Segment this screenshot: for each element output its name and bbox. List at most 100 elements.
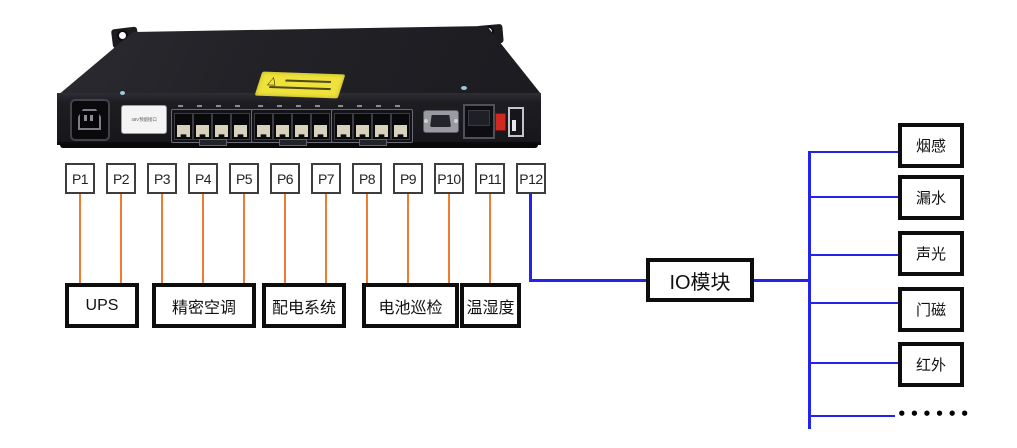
power-pin <box>84 115 87 121</box>
port-box-p8: P8 <box>352 163 382 194</box>
device-box-power-dist: 配电系统 <box>262 283 346 328</box>
port-label-mark <box>235 105 240 107</box>
io-branch-smoke <box>811 151 898 153</box>
device-box-label: 精密空调 <box>171 299 236 317</box>
io-branch-infrared <box>811 362 898 364</box>
rj45-port-group-2 <box>251 105 333 146</box>
io-branch-more <box>811 415 895 417</box>
serial-line-p8 <box>366 194 368 283</box>
usb-port <box>508 107 524 137</box>
device-box-temp-humidity: 温湿度 <box>460 283 521 328</box>
port-label-mark <box>338 105 343 107</box>
sensor-box-smoke: 烟感 <box>898 123 964 168</box>
sensor-label: 漏水 <box>915 190 946 207</box>
port-box-p1: P1 <box>65 163 95 194</box>
port-label-mark <box>376 105 381 107</box>
serial-line-p11 <box>489 194 491 283</box>
serial-line-p4 <box>202 194 204 283</box>
reflection-glint <box>461 86 467 90</box>
serial-line-p9 <box>407 194 409 283</box>
rj45-port <box>193 113 212 140</box>
serial-line-p2 <box>120 194 122 283</box>
port-label-mark <box>315 105 320 107</box>
power-inlet-socket <box>78 109 101 130</box>
io-line-module-to-bus <box>752 279 810 282</box>
port-box-p2: P2 <box>106 163 136 194</box>
port-label: P12 <box>519 170 543 187</box>
more-sensors-indicator: •••••• <box>897 405 973 423</box>
rj45-port-group-3 <box>331 105 413 146</box>
device-box-precision-ac: 精密空调 <box>152 283 256 328</box>
serial-line-p3 <box>161 194 163 283</box>
rj45-port <box>372 113 391 140</box>
port-label-mark <box>216 105 221 107</box>
serial-line-p10 <box>448 194 450 283</box>
port-group-tag <box>279 139 307 146</box>
rj45-port <box>231 113 250 140</box>
monitoring-host-device: △ 48V预留接口 <box>55 14 545 162</box>
io-sensor-bus <box>808 151 811 429</box>
reset-button <box>495 113 506 131</box>
port-label: P3 <box>153 170 171 187</box>
port-label: P1 <box>71 170 89 187</box>
port-label: P8 <box>358 170 376 187</box>
db9-connector <box>430 115 451 127</box>
warning-label-text-line <box>285 79 332 84</box>
port-label-mark <box>395 105 400 107</box>
port-label: P4 <box>194 170 212 187</box>
device-box-label: 配电系统 <box>271 299 336 317</box>
port-group-tag <box>199 139 227 146</box>
rj45-port <box>311 113 330 140</box>
io-line-to-module <box>529 279 648 282</box>
device-box-ups: UPS <box>65 283 139 328</box>
sensor-label: 门磁 <box>915 302 946 319</box>
power-pin <box>90 115 93 121</box>
io-branch-sound-light <box>811 254 898 256</box>
sensor-label: 声光 <box>915 246 946 263</box>
port-label: P11 <box>478 170 502 187</box>
port-label-mark <box>277 105 282 107</box>
port-label: P10 <box>437 170 461 187</box>
ethernet-port <box>463 104 495 139</box>
sensor-label: 红外 <box>915 357 946 374</box>
port-label-mark <box>357 105 362 107</box>
port-label: P2 <box>112 170 130 187</box>
port-label-mark <box>197 105 202 107</box>
db9-screw <box>424 119 428 123</box>
port-label: P5 <box>235 170 253 187</box>
io-module-box: IO模块 <box>646 258 754 302</box>
warning-label-text-line <box>269 85 332 91</box>
rj45-port <box>212 113 231 140</box>
serial-line-p6 <box>284 194 286 283</box>
device-base <box>60 144 538 148</box>
port-label-mark <box>178 105 183 107</box>
serial-line-p1 <box>79 194 81 283</box>
port-box-p5: P5 <box>229 163 259 194</box>
serial-line-p7 <box>325 194 327 283</box>
power-port-label-text: 48V预留接口 <box>131 117 157 122</box>
sensor-box-leak: 漏水 <box>898 175 964 220</box>
rj45-port <box>254 113 273 140</box>
rj45-port <box>273 113 292 140</box>
mounting-hole-left <box>119 32 126 39</box>
rj45-port <box>353 113 372 140</box>
power-port-label: 48V预留接口 <box>121 105 167 134</box>
rj45-port <box>391 113 410 140</box>
port-box-p9: P9 <box>393 163 423 194</box>
reflection-glint <box>120 91 125 95</box>
sensor-box-sound-light: 声光 <box>898 231 964 276</box>
port-box-p12: P12 <box>516 163 546 194</box>
device-box-label: 温湿度 <box>466 299 515 317</box>
port-box-p6: P6 <box>270 163 300 194</box>
port-label: P9 <box>399 170 417 187</box>
warning-label: △ <box>254 71 346 99</box>
device-box-label: 电池巡检 <box>378 299 443 317</box>
io-module-label: IO模块 <box>669 271 731 294</box>
sensor-label: 烟感 <box>915 138 946 155</box>
port-box-p10: P10 <box>434 163 464 194</box>
rj45-port-group-1 <box>171 105 253 146</box>
port-box-p11: P11 <box>475 163 505 194</box>
ac-power-inlet <box>70 99 110 141</box>
port-label: P6 <box>276 170 294 187</box>
port-box-p7: P7 <box>311 163 341 194</box>
